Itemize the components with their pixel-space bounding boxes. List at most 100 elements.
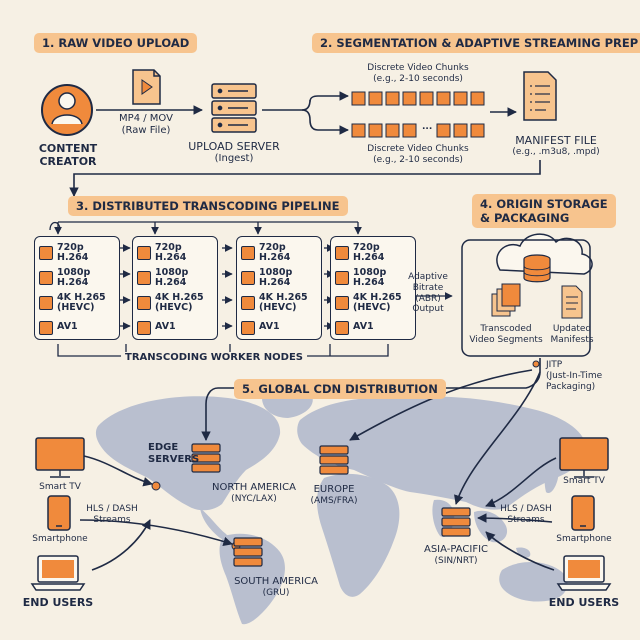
step-4-title-line-1: 4. ORIGIN STORAGE	[480, 197, 608, 211]
jitp-label-line-1: JITP	[546, 360, 563, 370]
smartphone-label-left: Smartphone	[32, 534, 88, 544]
format-resolution: 1080p	[155, 267, 189, 278]
updated-manifests-label-line-2: Manifests	[550, 334, 594, 345]
jitp-label: JITP (Just-In-Time Packaging)	[546, 360, 602, 392]
format-label: AV1	[353, 322, 374, 332]
step-3-title: 3. DISTRIBUTED TRANSCODING PIPELINE	[68, 196, 348, 216]
raw-file-label-line-2: (Raw File)	[121, 125, 171, 136]
asia-pacific-label-line-1: ASIA-PACIFIC	[423, 544, 489, 555]
edge-servers-label-line-1: EDGE	[148, 442, 179, 453]
central-america-landmass	[200, 508, 228, 540]
content-creator-label: CONTENT CREATOR	[39, 142, 97, 168]
format-resolution: 4K H.265	[57, 292, 106, 303]
abr-output-label-line-1: Adaptive	[408, 272, 448, 282]
format-resolution: 4K H.265	[259, 292, 308, 303]
laptop-icon-left	[30, 555, 86, 591]
chunks-bottom-label: Discrete Video Chunks (e.g., 2-10 second…	[367, 144, 468, 166]
format-swatch-icon	[335, 321, 349, 335]
streams-label-left: HLS / DASH Streams	[86, 504, 138, 526]
updated-manifests-label-line-1: Updated	[552, 324, 592, 334]
end-users-label-right: END USERS	[548, 596, 620, 609]
format-codec: (HEVC)	[155, 302, 193, 313]
format-swatch-icon	[335, 296, 349, 310]
format-row: AV1	[39, 318, 115, 338]
abr-output-label-line-4: Output	[412, 304, 444, 315]
south-america-label-line-1: SOUTH AMERICA	[234, 576, 318, 587]
smartphone-icon-right	[571, 495, 595, 531]
smartphone-icon-left	[47, 495, 71, 531]
format-label: 4K H.265(HEVC)	[353, 293, 402, 313]
laptop-icon-right	[556, 555, 612, 591]
content-creator-label-line-1: CONTENT	[38, 142, 98, 155]
transcoded-segments-label-line-2: Video Segments	[469, 334, 543, 345]
format-resolution: AV1	[155, 321, 176, 332]
upload-server-label-line-1: UPLOAD SERVER	[188, 140, 280, 153]
manifest-file-label-line-1: MANIFEST FILE	[515, 134, 597, 147]
format-resolution: 720p	[57, 242, 84, 253]
south-america-label-line-2: (GRU)	[262, 588, 290, 598]
step-4-title-line-2: & PACKAGING	[480, 211, 570, 225]
chunks-top-label-line-2: (e.g., 2-10 seconds)	[373, 73, 463, 84]
step-1-title: 1. RAW VIDEO UPLOAD	[34, 33, 198, 53]
upload-server-label: UPLOAD SERVER (Ingest)	[188, 140, 279, 165]
europe-label-line-1: EUROPE	[313, 484, 355, 495]
format-swatch-icon	[39, 321, 53, 335]
edge-servers-label: EDGE SERVERS	[148, 442, 199, 466]
raw-file-label-line-1: MP4 / MOV	[119, 113, 173, 124]
upload-server-icon	[211, 83, 257, 133]
asia-pacific-label: ASIA-PACIFIC (SIN/NRT)	[424, 544, 488, 567]
north-america-landmass	[95, 396, 281, 511]
north-america-label-line-1: NORTH AMERICA	[212, 482, 296, 493]
format-codec: H.264	[57, 252, 89, 263]
streams-label-left-line-2: Streams	[93, 514, 131, 525]
streams-label-right: HLS / DASH Streams	[500, 504, 552, 526]
smartphone-label-right: Smartphone	[556, 534, 612, 544]
format-resolution: 720p	[353, 242, 380, 253]
format-codec: H.264	[57, 277, 89, 288]
europe-label: EUROPE (AMS/FRA)	[311, 484, 358, 507]
format-row: 4K H.265(HEVC)	[335, 293, 411, 313]
manifest-file-label: MANIFEST FILE (e.g., .m3u8, .mpd)	[512, 134, 599, 158]
abr-output-label: Adaptive Bitrate (ABR) Output	[408, 272, 448, 315]
video-chunks-bottom	[351, 123, 485, 138]
format-resolution: 1080p	[353, 267, 387, 278]
smart-tv-label-right: Smart TV	[563, 476, 605, 486]
manifest-file-label-line-2: (e.g., .m3u8, .mpd)	[512, 147, 600, 158]
jitp-label-line-3: Packaging)	[546, 381, 596, 392]
updated-manifests-icon	[561, 285, 583, 319]
step-5-title: 5. GLOBAL CDN DISTRIBUTION	[234, 379, 446, 399]
step-2-title: 2. SEGMENTATION & ADAPTIVE STREAMING PRE…	[312, 33, 640, 53]
format-label: 4K H.265(HEVC)	[259, 293, 308, 313]
abr-output-label-line-3: (ABR)	[415, 293, 441, 304]
raw-file-label: MP4 / MOV (Raw File)	[119, 113, 173, 137]
format-row: AV1	[137, 318, 213, 338]
transcoded-segments-label-line-1: Transcoded	[480, 324, 532, 334]
format-swatch-icon	[241, 296, 255, 310]
africa-landmass	[317, 473, 400, 597]
format-row: 4K H.265(HEVC)	[39, 293, 115, 313]
streams-label-right-line-1: HLS / DASH	[500, 504, 552, 514]
edge-server-europe	[319, 445, 349, 475]
format-codec: H.264	[353, 252, 385, 263]
manifest-file-icon	[523, 71, 557, 121]
format-row: AV1	[335, 318, 411, 338]
edge-server-south-america	[233, 537, 263, 567]
format-swatch-icon	[335, 246, 349, 260]
format-resolution: AV1	[57, 321, 78, 332]
